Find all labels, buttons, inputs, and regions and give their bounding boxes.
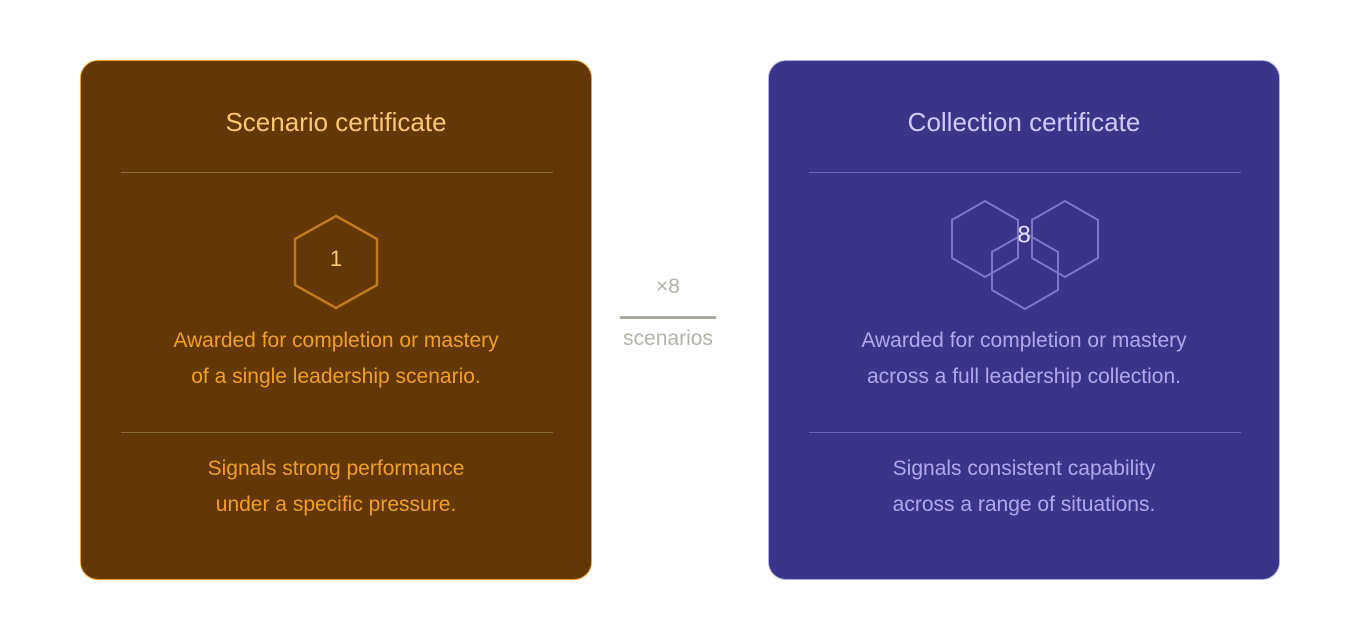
- scenario-badge-number: 1: [330, 246, 342, 271]
- scenario-award-line-1: Awarded for completion or mastery: [173, 329, 499, 352]
- scenario-signal-line-2: under a specific pressure.: [215, 493, 457, 516]
- collection-signal-description: Signals consistent capability across a r…: [769, 451, 1279, 523]
- scenario-signal-line-1: Signals strong performance: [207, 457, 465, 480]
- hexagon-icon: 1: [293, 214, 379, 310]
- triple-hexagon-icon: 8: [951, 199, 1099, 311]
- collection-award-line-2: across a full leadership collection.: [867, 365, 1181, 388]
- collection-certificate-card: Collection certificate 8 Awarded for com…: [768, 60, 1280, 580]
- multiplier-unit: scenarios: [623, 327, 713, 350]
- collection-title-divider: [809, 172, 1241, 173]
- collection-signal-line-2: across a range of situations.: [892, 493, 1156, 516]
- collection-award-line-1: Awarded for completion or mastery: [861, 329, 1187, 352]
- scenario-card-title: Scenario certificate: [225, 107, 447, 137]
- collection-signal-line-1: Signals consistent capability: [892, 457, 1156, 480]
- collection-badge-number: 8: [1017, 221, 1030, 248]
- scenario-award-description: Awarded for completion or mastery of a s…: [81, 323, 591, 395]
- scenario-mid-divider: [121, 432, 553, 433]
- collection-award-description: Awarded for completion or mastery across…: [769, 323, 1279, 395]
- multiplier-count: ×8: [656, 275, 680, 298]
- scenario-certificate-card: Scenario certificate 1 Awarded for compl…: [80, 60, 592, 580]
- scenario-signal-description: Signals strong performance under a speci…: [81, 451, 591, 523]
- collection-card-title: Collection certificate: [907, 107, 1141, 137]
- scenario-badge: 1: [81, 193, 591, 313]
- multiplier-connector: ×8 scenarios: [610, 272, 726, 353]
- scenario-award-line-2: of a single leadership scenario.: [191, 365, 481, 388]
- multiplier-bar: [620, 316, 716, 319]
- collection-mid-divider: [809, 432, 1241, 433]
- collection-badge: 8: [769, 193, 1279, 313]
- scenario-title-divider: [121, 172, 553, 173]
